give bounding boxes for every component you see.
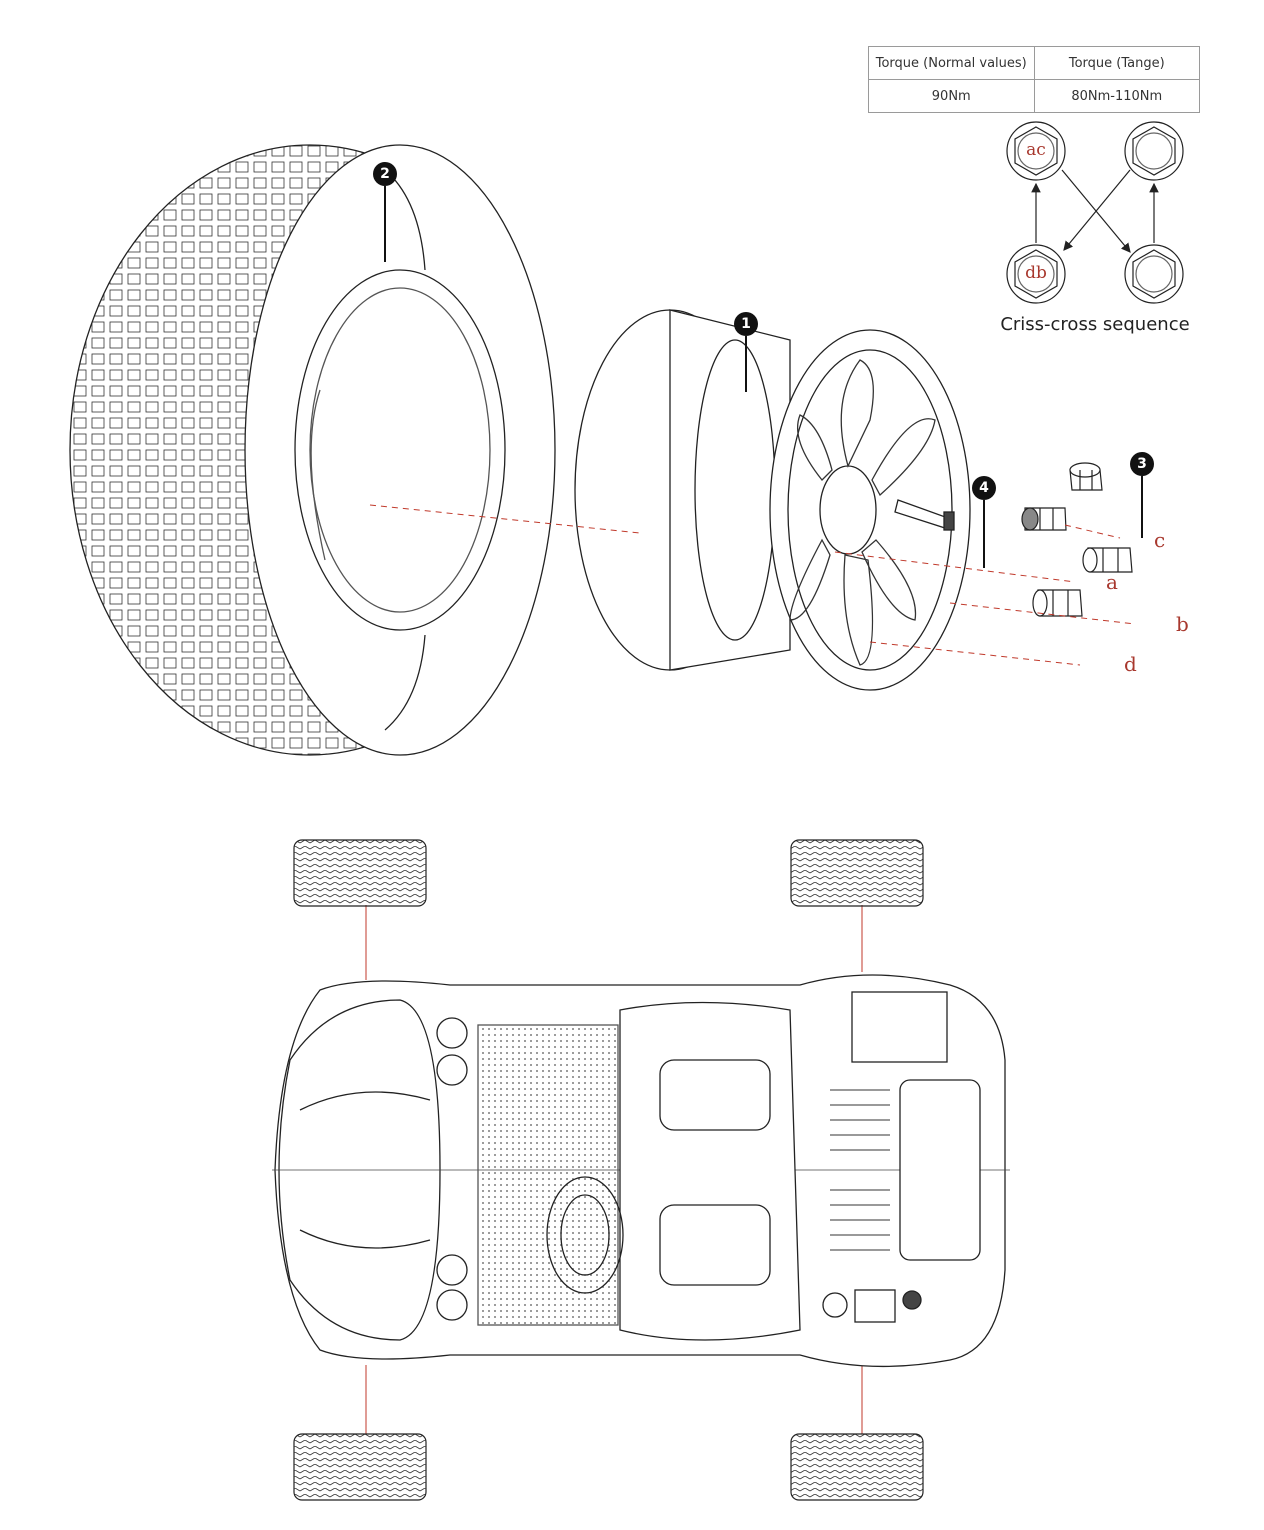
criss-cross-diagram <box>1006 121 1184 304</box>
lug-nut-left-icon <box>1021 507 1067 531</box>
lug-nut-c-icon <box>1069 462 1103 491</box>
tire-icon <box>69 144 556 756</box>
wheel-rear-left-icon <box>293 1433 427 1501</box>
callout-4: 4 <box>972 476 996 500</box>
position-label-c: c <box>1154 528 1166 552</box>
torque-normal-value: 90Nm <box>868 79 1035 113</box>
position-label-d: d <box>1124 652 1137 676</box>
lug-nuts <box>1021 462 1133 617</box>
valve-stem-icon <box>894 499 955 531</box>
torque-range-header: Torque (Tange) <box>1033 46 1200 80</box>
nut-top-left-icon <box>1006 121 1066 181</box>
torque-normal-header: Torque (Normal values) <box>868 46 1035 80</box>
wheel-positions <box>365 905 863 1434</box>
nut-label-ac: ac <box>1026 140 1046 160</box>
nut-label-db: db <box>1025 263 1047 283</box>
car-chassis-icon <box>272 974 1010 1368</box>
position-label-a: a <box>1106 570 1118 594</box>
callout-2: 2 <box>373 162 397 186</box>
callout-1: 1 <box>734 312 758 336</box>
nut-top-right-icon <box>1124 121 1184 181</box>
wheel-front-left-icon <box>293 839 427 907</box>
torque-range-value: 80Nm-110Nm <box>1033 79 1200 113</box>
alignment-guides <box>369 504 1136 666</box>
nut-bottom-right-icon <box>1124 244 1184 304</box>
nut-bottom-left-icon <box>1006 244 1066 304</box>
wheel-front-right-icon <box>790 839 924 907</box>
torque-table: Torque (Normal values) Torque (Tange) 90… <box>868 46 1200 113</box>
lug-nut-a-icon <box>1082 547 1133 573</box>
rim-icon <box>574 309 971 691</box>
callout-3: 3 <box>1130 452 1154 476</box>
position-label-b: b <box>1176 612 1189 636</box>
sequence-caption: Criss-cross sequence <box>1000 314 1190 335</box>
lug-nut-b-icon <box>1032 589 1083 617</box>
wheel-rear-right-icon <box>790 1433 924 1501</box>
